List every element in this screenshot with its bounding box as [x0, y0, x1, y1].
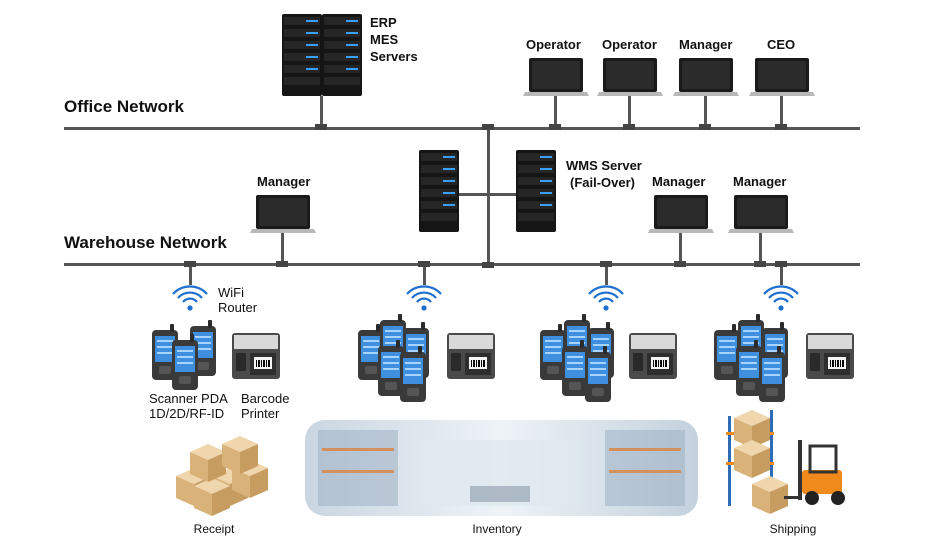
terminal-operator-2 — [597, 58, 663, 130]
office-network-line — [64, 127, 860, 130]
backbone-link — [448, 124, 528, 268]
device-cluster-2 — [358, 314, 495, 402]
printer-sub-label: Printer — [241, 406, 280, 421]
wifi-icon — [171, 261, 209, 312]
printer-label: Barcode — [241, 391, 290, 406]
inventory-warehouse-illustration — [305, 420, 698, 516]
terminal-label: Operator — [526, 37, 581, 52]
scanner-label: Scanner PDA — [149, 391, 228, 406]
zone-inventory-label: Inventory — [472, 522, 522, 536]
terminal-label: CEO — [767, 37, 796, 52]
mes-label: MES — [370, 32, 399, 47]
warehouse-terminals — [250, 195, 794, 267]
router-label: Router — [218, 300, 258, 315]
office-terminals — [523, 58, 815, 130]
wms-server-label: WMS Server — [566, 158, 642, 173]
receipt-boxes-illustration — [176, 436, 268, 516]
device-cluster-1 — [152, 320, 280, 390]
terminal-manager-wh-1 — [250, 195, 316, 267]
terminal-label: Manager — [652, 174, 706, 189]
servers-label: Servers — [370, 49, 418, 64]
terminal-label: Manager — [257, 174, 311, 189]
zone-receipt-label: Receipt — [193, 522, 235, 536]
wifi-icon — [762, 261, 800, 312]
terminal-manager-office — [673, 58, 739, 130]
terminal-label: Operator — [602, 37, 657, 52]
erp-label: ERP — [370, 15, 397, 30]
office-network-title: Office Network — [64, 97, 184, 116]
terminal-manager-wh-2 — [648, 195, 714, 267]
device-cluster-4 — [714, 314, 854, 402]
wms-failover-label: (Fail-Over) — [570, 175, 636, 190]
terminal-ceo — [749, 58, 815, 130]
warehouse-network-title: Warehouse Network — [64, 233, 227, 252]
terminal-label: Manager — [679, 37, 733, 52]
terminal-label: Manager — [733, 174, 787, 189]
wifi-label: WiFi — [218, 285, 244, 300]
wifi-icon — [587, 261, 625, 312]
device-cluster-3 — [540, 314, 677, 402]
scanner-types-label: 1D/2D/RF-ID — [149, 406, 225, 421]
wifi-icon — [405, 261, 443, 312]
wifi-routers — [171, 261, 800, 312]
warehouse-network-line — [64, 263, 860, 266]
terminal-manager-wh-3 — [728, 195, 794, 267]
terminal-operator-1 — [523, 58, 589, 130]
zone-shipping-label: Shipping — [769, 522, 817, 536]
shipping-illustration — [726, 410, 845, 514]
erp-mes-servers — [282, 14, 362, 130]
